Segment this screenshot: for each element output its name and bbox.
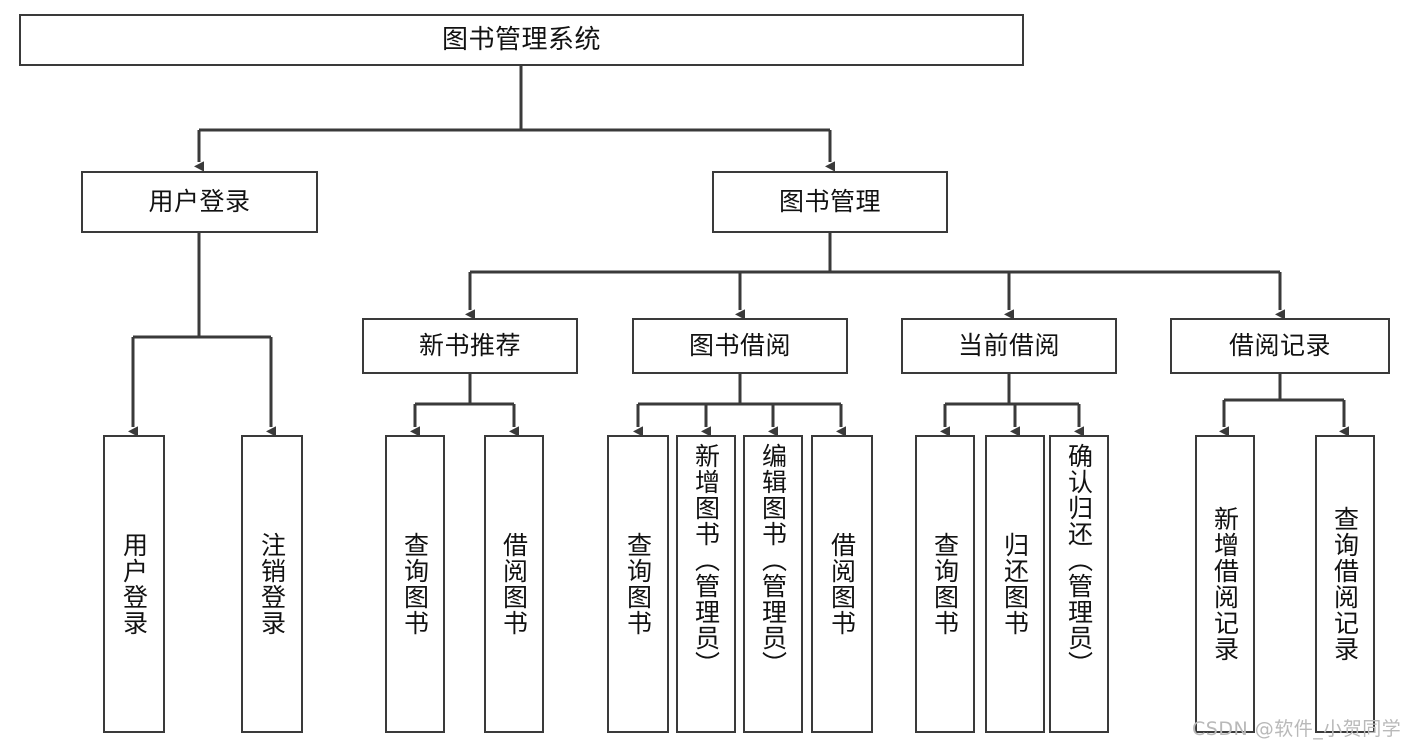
leaf-search-book-current[interactable]: 查询图书 [915, 435, 975, 733]
node-user-login[interactable]: 用户登录 [81, 171, 318, 233]
node-label: 用户登录 [119, 532, 149, 636]
node-label: 当前借阅 [957, 331, 1060, 361]
node-label: 新增图书（管理员） [691, 443, 721, 677]
node-label: 编辑图书（管理员） [758, 443, 788, 677]
watermark: CSDN @软件_小贺同学 [1192, 718, 1402, 740]
leaf-borrow-book-newbook[interactable]: 借阅图书 [484, 435, 544, 733]
node-label: 借阅记录 [1228, 331, 1331, 361]
node-label: 归还图书 [1000, 532, 1030, 636]
node-label: 查询图书 [400, 532, 430, 636]
node-label: 借阅图书 [827, 532, 857, 636]
node-label: 图书管理 [778, 187, 881, 217]
node-new-book-recommend[interactable]: 新书推荐 [362, 318, 578, 374]
node-label: 图书管理系统 [441, 24, 601, 55]
node-label: 注销登录 [257, 532, 287, 636]
node-root-system[interactable]: 图书管理系统 [19, 14, 1024, 66]
node-label: 查询图书 [930, 532, 960, 636]
node-label: 查询图书 [623, 532, 653, 636]
node-label: 新书推荐 [418, 331, 521, 361]
node-book-borrow[interactable]: 图书借阅 [632, 318, 848, 374]
node-label: 借阅图书 [499, 532, 529, 636]
node-book-management[interactable]: 图书管理 [712, 171, 948, 233]
node-label: 用户登录 [148, 187, 251, 217]
node-label: 确认归还（管理员） [1064, 443, 1094, 677]
node-label: 图书借阅 [688, 331, 791, 361]
leaf-user-login[interactable]: 用户登录 [103, 435, 165, 733]
leaf-confirm-return-admin[interactable]: 确认归还（管理员） [1049, 435, 1109, 733]
leaf-add-borrow-record[interactable]: 新增借阅记录 [1195, 435, 1255, 733]
leaf-edit-book-admin[interactable]: 编辑图书（管理员） [743, 435, 803, 733]
leaf-return-book[interactable]: 归还图书 [985, 435, 1045, 733]
leaf-logout[interactable]: 注销登录 [241, 435, 303, 733]
leaf-search-borrow-record[interactable]: 查询借阅记录 [1315, 435, 1375, 733]
leaf-search-book-borrow[interactable]: 查询图书 [607, 435, 669, 733]
node-label: 新增借阅记录 [1210, 506, 1240, 662]
node-borrow-record[interactable]: 借阅记录 [1170, 318, 1390, 374]
node-label: 查询借阅记录 [1330, 506, 1360, 662]
leaf-add-book-admin[interactable]: 新增图书（管理员） [676, 435, 736, 733]
node-current-borrow[interactable]: 当前借阅 [901, 318, 1117, 374]
leaf-borrow-book[interactable]: 借阅图书 [811, 435, 873, 733]
leaf-search-book-newbook[interactable]: 查询图书 [385, 435, 445, 733]
